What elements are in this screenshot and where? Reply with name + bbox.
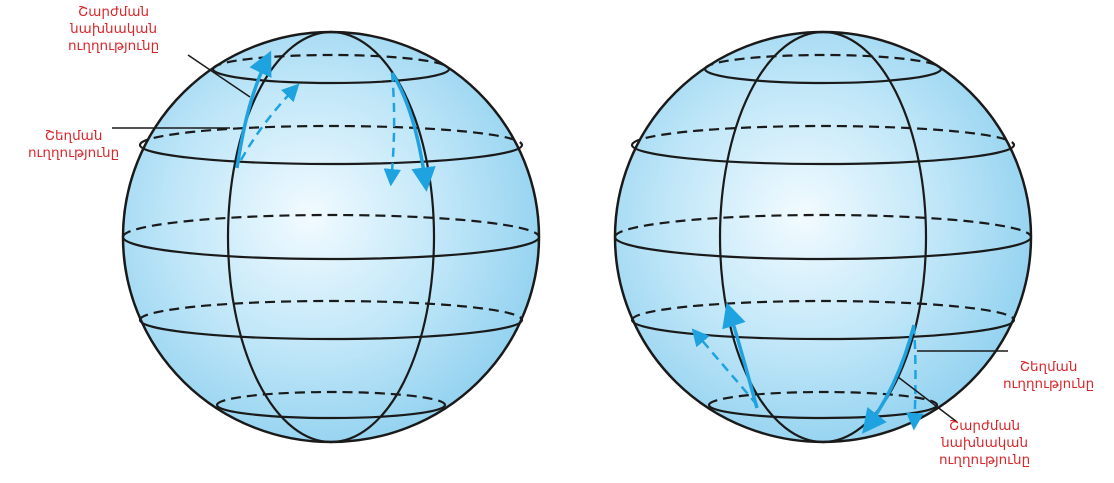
label-line: նախնական (941, 435, 1029, 451)
meridian-line (226, 30, 436, 444)
left-globe (112, 30, 541, 444)
label-line: ուղղությունը (1003, 376, 1095, 392)
label-line: Շարժման (949, 418, 1021, 434)
sphere-body (121, 30, 541, 444)
arrow-solid-icon (235, 50, 272, 169)
leader-line (897, 376, 958, 423)
label-line: ուղղությունը (28, 145, 120, 161)
label-line: ուղղությունը (939, 452, 1031, 468)
left-initial-direction-label: Շարժման նախնական ուղղությունը (68, 4, 159, 55)
arrow-solid-icon (861, 324, 916, 434)
label-line: Շեղման (44, 128, 103, 144)
latitude-lines (121, 53, 541, 420)
arrow-dashed-icon (906, 324, 924, 431)
arrow-dashed-icon (691, 328, 758, 406)
right-deflection-label: Շեղման ուղղությունը (1003, 359, 1094, 393)
arrow-dashed-icon (239, 83, 300, 161)
meridian-line (718, 30, 928, 444)
arrow-solid-icon (390, 72, 436, 192)
arrow-dashed-icon (383, 72, 402, 187)
right-globe (613, 30, 1033, 444)
label-line: Շարժման (78, 4, 150, 20)
left-deflection-label: Շեղման ուղղությունը (28, 128, 119, 162)
label-line: Շեղման (1019, 359, 1078, 375)
leader-line (187, 54, 251, 98)
sphere-body (613, 30, 1033, 444)
latitude-lines (613, 53, 1033, 420)
arrow-solid-icon (722, 302, 759, 409)
right-initial-direction-label: Շարժման նախնական ուղղությունը (939, 418, 1030, 469)
label-line: նախնական (70, 21, 158, 37)
label-line: ուղղությունը (68, 38, 160, 54)
